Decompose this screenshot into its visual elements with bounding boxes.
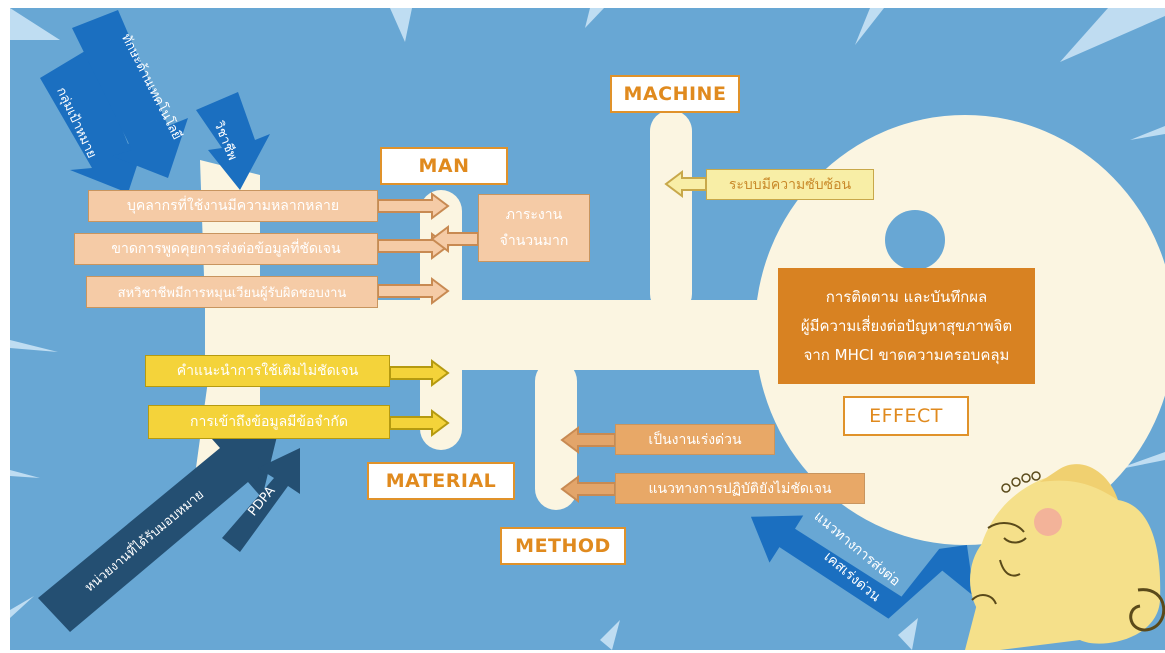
method-cause-1-text: เป็นงานเร่งด่วน <box>648 431 742 448</box>
light-rays <box>10 8 1165 650</box>
fish-eye <box>885 210 945 270</box>
referral-arrow <box>750 515 975 619</box>
man-cause-1-text: บุคลากรที่ใช้งานมีความหลากหลาย <box>126 198 340 214</box>
category-machine-text: MACHINE <box>623 83 727 105</box>
category-man: MAN <box>380 147 508 185</box>
category-method: METHOD <box>500 527 626 565</box>
top-left-arrows <box>40 10 270 193</box>
effect-box: การติดตาม และบันทึกผล ผู้มีความเสี่ยงต่อ… <box>778 268 1035 384</box>
effect-line1: การติดตาม และบันทึกผล <box>825 287 988 306</box>
effect-line3: จาก MHCI ขาดความครอบคลุม <box>803 345 1010 364</box>
material-cause-2-text: การเข้าถึงข้อมูลมีข้อจำกัด <box>189 414 348 430</box>
workload-line2: จำนวนมาก <box>499 233 569 249</box>
category-method-text: METHOD <box>515 535 611 557</box>
man-cause-2-text: ขาดการพูดคุยการส่งต่อข้อมูลที่ชัดเจน <box>111 241 341 257</box>
category-material-text: MATERIAL <box>385 470 497 492</box>
machine-cause: ระบบมีความซับซ้อน <box>706 169 874 200</box>
method-cause-1: เป็นงานเร่งด่วน <box>615 424 775 455</box>
material-cause-1-text: คำแนะนำการใช้เติมไม่ชัดเจน <box>176 363 359 379</box>
workload-box: ภาระงาน จำนวนมาก <box>478 194 590 262</box>
category-man-text: MAN <box>418 155 470 177</box>
bottom-left-arrows <box>38 430 300 632</box>
man-cause-3: สหวิชาชีพมีการหมุนเวียนผู้รับผิดชอบงาน <box>86 276 378 308</box>
effect-line2: ผู้มีความเสี่ยงต่อปัญหาสุขภาพจิต <box>800 316 1013 335</box>
man-cause-2: ขาดการพูดคุยการส่งต่อข้อมูลที่ชัดเจน <box>74 233 378 265</box>
machine-cause-text: ระบบมีความซับซ้อน <box>728 176 852 193</box>
method-cause-2-text: แนวทางการปฏิบัติยังไม่ชัดเจน <box>648 480 832 497</box>
chameleon-mascot <box>965 464 1165 650</box>
workload-line1: ภาระงาน <box>505 207 563 223</box>
category-machine: MACHINE <box>610 75 740 113</box>
man-cause-1: บุคลากรที่ใช้งานมีความหลากหลาย <box>88 190 378 222</box>
man-cause-3-text: สหวิชาชีพมีการหมุนเวียนผู้รับผิดชอบงาน <box>117 285 347 301</box>
category-effect: EFFECT <box>843 396 969 436</box>
category-effect-text: EFFECT <box>869 405 943 427</box>
method-cause-2: แนวทางการปฏิบัติยังไม่ชัดเจน <box>615 473 865 504</box>
small-arrows <box>377 170 707 503</box>
category-material: MATERIAL <box>367 462 515 500</box>
material-cause-2: การเข้าถึงข้อมูลมีข้อจำกัด <box>148 405 390 439</box>
material-cause-1: คำแนะนำการใช้เติมไม่ชัดเจน <box>145 355 390 387</box>
